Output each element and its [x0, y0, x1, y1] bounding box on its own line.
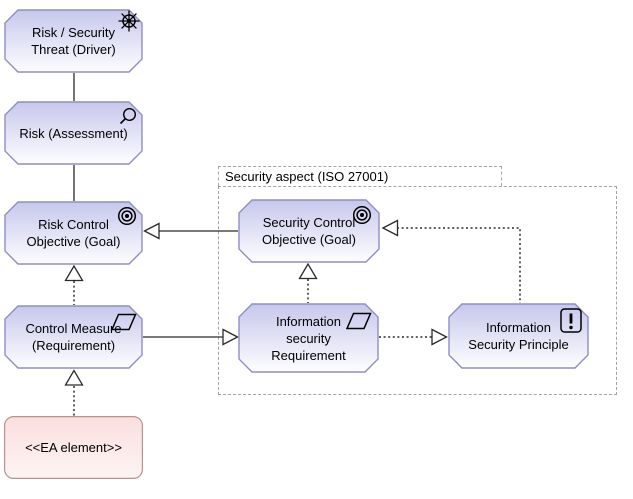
node-control-measure: Control Measure (Requirement): [4, 305, 143, 369]
octagon-shape: [4, 101, 143, 165]
node-label: Risk (Assessment): [4, 101, 143, 165]
rounded-rect-shape: [4, 416, 143, 479]
node-ea-element: <<EA element>>: [4, 416, 143, 479]
goal-target-icon: [117, 206, 137, 226]
octagon-shape: [4, 9, 143, 73]
open-triangle-arrowhead: [381, 219, 399, 237]
open-triangle-arrowhead: [431, 328, 448, 346]
group-tab-security-aspect: Security aspect (ISO 27001): [218, 166, 502, 186]
octagon-shape: [238, 199, 380, 263]
node-risk-control-objective: Risk Control Objective (Goal): [4, 201, 143, 265]
requirement-parallelogram-icon: [346, 312, 372, 330]
node-label: Risk Control Objective (Goal): [4, 201, 143, 265]
octagon-shape: [448, 303, 589, 369]
open-triangle-arrowhead: [222, 328, 239, 346]
connector-isp-realizes-security-co: [381, 219, 521, 303]
driver-wheel-icon: [118, 10, 140, 32]
octagon-shape: [4, 201, 143, 265]
connector-control-measure-specializes-isr: [143, 328, 239, 346]
label-line: Requirement: [271, 347, 346, 363]
group-body-security-aspect: [218, 186, 617, 395]
group-label: Security aspect (ISO 27001): [225, 169, 389, 184]
octagon-shape: [4, 305, 143, 369]
label-line: Risk (Assessment): [19, 125, 128, 141]
label-line: <<EA element>>: [25, 440, 122, 455]
label-line: Information: [485, 320, 552, 335]
octagon-shape: [238, 303, 379, 373]
label-line: Risk / Security: [31, 25, 116, 40]
goal-target-icon: [352, 205, 372, 225]
label-line: Information: [275, 313, 342, 329]
node-information-security-principle: Information Security Principle: [448, 303, 589, 369]
node-label: <<EA element>>: [4, 416, 143, 479]
connector-security-co-specializes-risk-co: [143, 222, 238, 240]
principle-exclamation-icon: [560, 308, 582, 333]
open-triangle-arrowhead: [298, 262, 318, 280]
label-line: Objective (Goal): [26, 234, 121, 249]
node-information-security-requirement: Information security Requirement: [238, 303, 379, 373]
label-line: Threat (Driver): [31, 42, 116, 57]
label-line: Security Control: [262, 215, 356, 230]
label-line: Objective (Goal): [262, 232, 356, 247]
node-label: Control Measure (Requirement): [4, 305, 143, 369]
open-triangle-arrowhead: [64, 264, 84, 282]
connector-isr-realizes-isp: [379, 328, 448, 346]
magnifier-icon: [119, 107, 137, 125]
node-label: Information security Requirement: [238, 303, 379, 373]
node-security-control-objective: Security Control Objective (Goal): [238, 199, 380, 263]
label-line: security: [286, 330, 331, 346]
node-risk-security-threat: Risk / Security Threat (Driver): [4, 9, 143, 73]
requirement-parallelogram-icon: [111, 313, 137, 331]
node-label: Security Control Objective (Goal): [238, 199, 380, 263]
label-line: Control Measure: [25, 321, 122, 336]
label-line: Risk Control: [38, 217, 109, 232]
node-label: Risk / Security Threat (Driver): [4, 9, 143, 73]
node-label: Information Security Principle: [448, 303, 589, 369]
label-line: (Requirement): [31, 338, 116, 353]
label-line: Security Principle: [468, 337, 569, 352]
connector-ea-element-realizes-control-measure: [64, 369, 84, 416]
node-risk-assessment: Risk (Assessment): [4, 101, 143, 165]
open-triangle-arrowhead: [64, 369, 84, 386]
connector-isr-realizes-security-co: [298, 262, 318, 303]
connector-control-measure-realizes-risk-control-objective: [64, 264, 84, 305]
open-triangle-arrowhead: [143, 222, 160, 240]
